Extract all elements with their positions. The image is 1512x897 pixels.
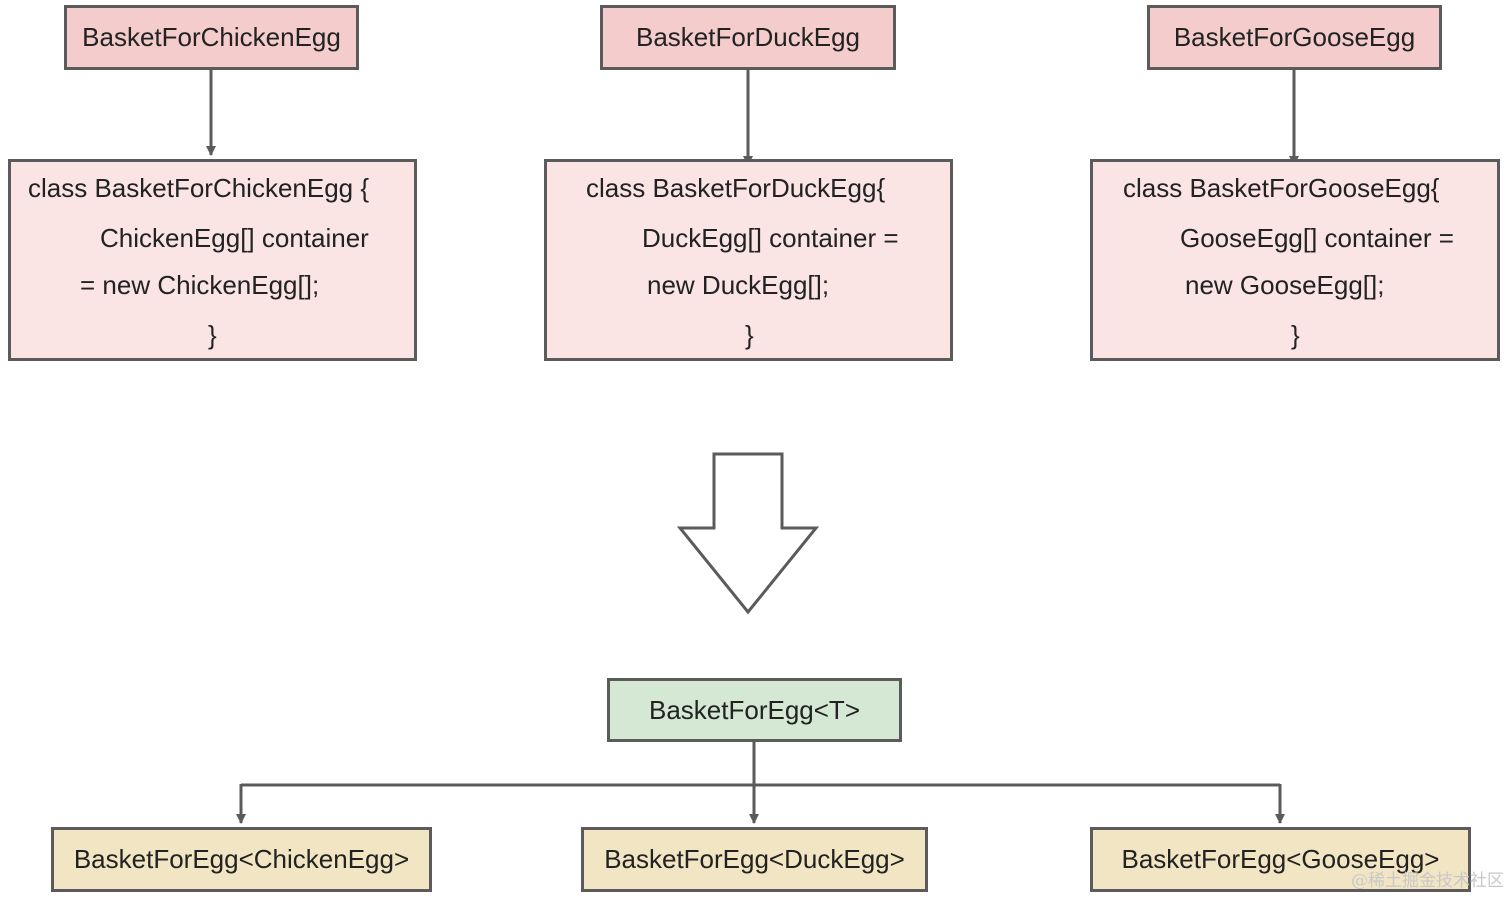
- title-duck-label: BasketForDuckEgg: [636, 22, 860, 52]
- code-line: }: [208, 320, 217, 350]
- title-box-goose: BasketForGooseEgg: [1147, 5, 1442, 70]
- instance-box-chicken: BasketForEgg<ChickenEgg>: [51, 827, 432, 892]
- generic-box-label: BasketForEgg<T>: [649, 694, 860, 725]
- instance-box-goose: BasketForEgg<GooseEgg>: [1090, 827, 1471, 892]
- code-line: new GooseEgg[];: [1185, 270, 1385, 300]
- title-box-duck: BasketForDuckEgg: [600, 5, 896, 70]
- instance-duck-label: BasketForEgg<DuckEgg>: [604, 844, 905, 874]
- code-line: ChickenEgg[] container: [100, 223, 369, 253]
- big-down-arrow-icon: [676, 452, 820, 615]
- code-line: = new ChickenEgg[];: [80, 270, 320, 300]
- code-box-goose: class BasketForGooseEgg{ GooseEgg[] cont…: [1090, 159, 1500, 361]
- code-line: }: [745, 320, 754, 350]
- code-line: class BasketForDuckEgg{: [586, 173, 886, 203]
- code-box-chicken: class BasketForChickenEgg { ChickenEgg[]…: [8, 159, 417, 361]
- code-line: new DuckEgg[];: [647, 270, 830, 300]
- instance-chicken-label: BasketForEgg<ChickenEgg>: [73, 844, 410, 874]
- generic-box: BasketForEgg<T>: [607, 678, 902, 742]
- code-line: }: [1291, 320, 1300, 350]
- instance-goose-label: BasketForEgg<GooseEgg>: [1121, 844, 1440, 874]
- watermark: @稀土掘金技术社区: [1351, 871, 1504, 891]
- code-line: GooseEgg[] container =: [1180, 223, 1454, 253]
- instance-box-duck: BasketForEgg<DuckEgg>: [581, 827, 928, 892]
- code-line: class BasketForChickenEgg {: [28, 173, 370, 203]
- code-line: DuckEgg[] container =: [642, 223, 899, 253]
- title-box-chicken: BasketForChickenEgg: [64, 5, 359, 70]
- title-chicken-label: BasketForChickenEgg: [82, 22, 341, 52]
- title-goose-label: BasketForGooseEgg: [1173, 22, 1416, 52]
- code-box-duck: class BasketForDuckEgg{ DuckEgg[] contai…: [544, 159, 953, 361]
- code-line: class BasketForGooseEgg{: [1123, 173, 1440, 203]
